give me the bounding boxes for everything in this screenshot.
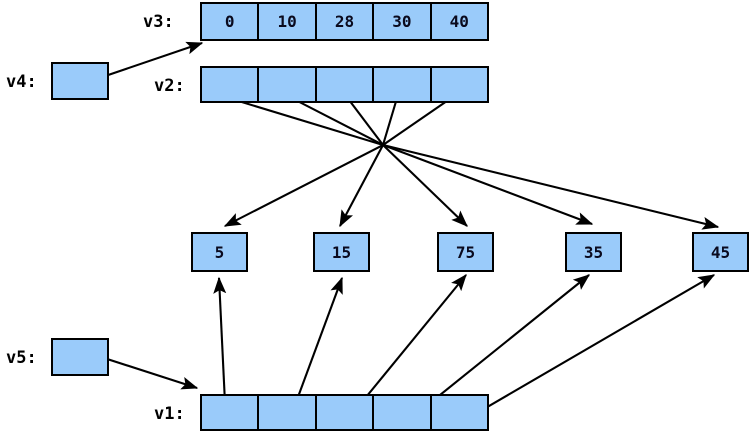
box-75: 75 <box>437 232 494 272</box>
arrow-v1-cell-4-to-value <box>464 274 716 421</box>
arrow-crossing-to-value-0 <box>223 144 384 227</box>
array-cell-v3-1: 10 <box>257 2 317 41</box>
label-v1: v1: <box>154 404 185 424</box>
array-cell-v1-2 <box>314 394 375 431</box>
array-cell-v1-0 <box>200 394 260 431</box>
arrow-crossing-to-value-4 <box>382 143 720 230</box>
array-cell-v2-4 <box>429 66 489 103</box>
array-cell-v1-4 <box>429 394 489 431</box>
arrow-crossing-to-value-2 <box>382 144 468 227</box>
arrow-crossing-to-value-1 <box>339 144 384 228</box>
line-v2-cell-0-to-crossing <box>221 94 384 147</box>
label-v2: v2: <box>154 76 185 96</box>
array-cell-v3-2: 28 <box>314 2 375 41</box>
array-cell-v3-0: 0 <box>200 2 260 41</box>
array-cell-v2-2 <box>314 66 375 103</box>
box-35: 35 <box>565 232 622 272</box>
array-cell-v3-3: 30 <box>372 2 432 41</box>
label-v5: v5: <box>6 348 37 368</box>
pointer-box-v4 <box>51 62 109 100</box>
array-cell-v1-3 <box>372 394 432 431</box>
box-5: 5 <box>191 232 248 272</box>
pointer-box-v5 <box>51 338 109 376</box>
label-v3: v3: <box>143 12 174 32</box>
array-cell-v3-4: 40 <box>429 2 489 41</box>
array-cell-v2-1 <box>257 66 317 103</box>
box-45: 45 <box>692 232 749 272</box>
array-cell-v2-0 <box>200 66 260 103</box>
arrow-crossing-to-value-3 <box>382 144 594 225</box>
array-cell-v1-1 <box>257 394 317 431</box>
array-cell-v2-3 <box>372 66 432 103</box>
label-v4: v4: <box>6 72 37 92</box>
box-15: 15 <box>313 232 370 272</box>
